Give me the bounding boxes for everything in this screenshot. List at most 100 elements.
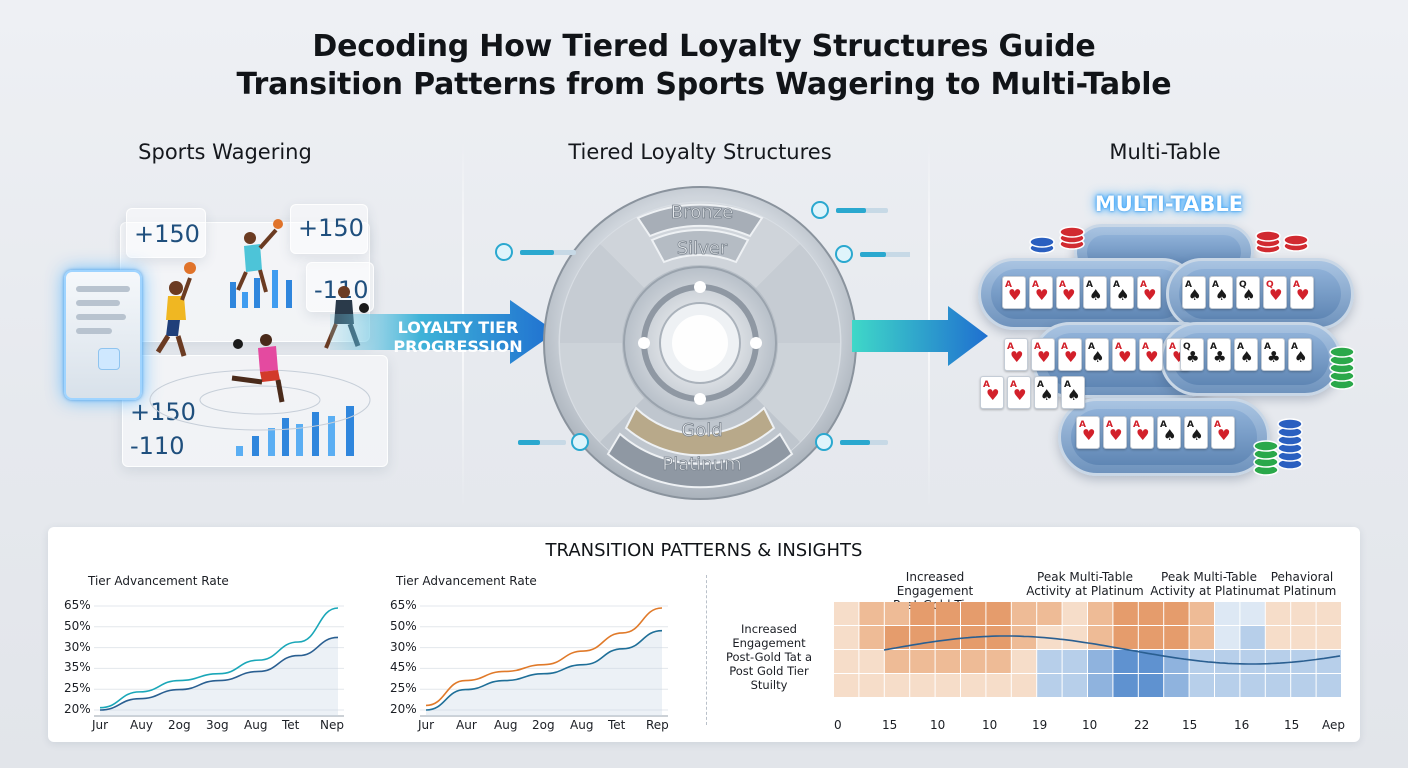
- y-tick-label: 25%: [64, 681, 91, 696]
- playing-card-hearts-icon: A♥: [1007, 376, 1031, 409]
- tier-label-gold: Gold: [681, 420, 722, 441]
- y-tick-label: 20%: [390, 702, 417, 716]
- heatmap-cell: [986, 674, 1011, 697]
- x-tick-label: Nep: [320, 718, 344, 732]
- bar-chart-bottom-icon: [236, 406, 354, 456]
- panel-divider: [706, 575, 707, 725]
- x-tick-label: 19: [1032, 718, 1048, 732]
- multi-table-heading: Multi-Table: [1109, 140, 1221, 164]
- heatmap-cell: [1316, 674, 1341, 697]
- heatmap-cell: [859, 674, 884, 697]
- heatmap-cell: [1189, 674, 1214, 697]
- heatmap-cell: [1113, 602, 1138, 625]
- heatmap-cell: [1240, 626, 1265, 649]
- playing-card-spades-icon: A♠: [1085, 338, 1109, 371]
- series-area: [100, 637, 338, 716]
- heatmap-cell: [834, 626, 859, 649]
- playing-card-spades-icon: A♠: [1234, 338, 1258, 371]
- heatmap-cell: [859, 650, 884, 673]
- heatmap-cell: [1265, 674, 1291, 697]
- heatmap-cell: [1062, 674, 1087, 697]
- tier-wheel: Bronze Silver Gold Platinum: [543, 186, 857, 500]
- heatmap-cell: [884, 626, 910, 649]
- x-tick-label: Aug: [494, 718, 518, 732]
- heatmap-cell: [1316, 626, 1341, 649]
- tiered-loyalty-heading: Tiered Loyalty Structures: [568, 140, 832, 164]
- tier-label-platinum: Platinum: [662, 454, 741, 475]
- basketball-player-icon: [155, 262, 196, 357]
- heatmap-cell: [1291, 626, 1316, 649]
- heatmap-cell: [1138, 674, 1164, 697]
- card-row: A♥ A♥ A♥ A♠ A♠ A♥: [1002, 276, 1161, 309]
- x-tick-label: Aug: [244, 718, 268, 732]
- heatmap-cell: [935, 674, 960, 697]
- heatmap-cell: [1265, 626, 1291, 649]
- x-tick-label: Jur: [92, 718, 109, 732]
- x-tick-label: Jur: [418, 718, 435, 732]
- heatmap-cell: [1316, 650, 1341, 673]
- playing-card-clubs-icon: A♣: [1207, 338, 1231, 371]
- heatmap-cell: [1164, 602, 1189, 625]
- playing-card-hearts-icon: A♥: [980, 376, 1004, 409]
- tier-badge-shield-icon: [495, 243, 576, 261]
- playing-card-spades-icon: A♠: [1157, 416, 1181, 449]
- playing-card-hearts-icon: A♥: [1211, 416, 1235, 449]
- title-line-2: Transition Patterns from Sports Wagering…: [236, 67, 1172, 102]
- x-tick-label: 0: [834, 718, 842, 732]
- heatmap-cell: [935, 626, 960, 649]
- playing-card-hearts-icon: A♥: [1058, 338, 1082, 371]
- heatmap-cell: [1265, 650, 1291, 673]
- tier-label-bronze: Bronze: [671, 202, 733, 223]
- tier-advancement-chart-2: [420, 605, 668, 717]
- heatmap-cell: [884, 650, 910, 673]
- heatmap-cell: [961, 602, 986, 625]
- heatmap-cell: [1138, 650, 1164, 673]
- heatmap-cell: [859, 626, 884, 649]
- series-line-1: [99, 607, 339, 709]
- heatmap-cell: [1215, 626, 1240, 649]
- card-row: A♥ A♥ A♥ A♠ A♥ A♥ A♥: [1004, 338, 1190, 371]
- heatmap-cell: [986, 602, 1011, 625]
- playing-card-hearts-icon: A♥: [1112, 338, 1136, 371]
- heatmap-cell: [1265, 602, 1291, 625]
- heatmap-cell: [1215, 602, 1240, 625]
- playing-card-spades-icon: Q♠: [1236, 276, 1260, 309]
- odds-value-5: -110: [130, 432, 185, 460]
- heatmap-cell: [1240, 674, 1265, 697]
- playing-card-hearts-icon: A♥: [1002, 276, 1026, 309]
- loyalty-progression-arrow: [330, 300, 556, 364]
- x-tick-label: 16: [1234, 718, 1250, 732]
- series-area: [426, 630, 662, 716]
- x-tick-label: Aug: [570, 718, 594, 732]
- tier-badge-shield-icon: [815, 433, 888, 451]
- heatmap-cell: [1240, 602, 1265, 625]
- playing-card-hearts-icon: A♥: [1004, 338, 1028, 371]
- heatmap-cell: [1291, 674, 1316, 697]
- tier-label-silver: Silver: [677, 238, 728, 259]
- series-line-2: [99, 636, 339, 711]
- multi-table-neon-label: MULTI-TABLE: [1094, 192, 1244, 216]
- runner-player-icon: [231, 334, 285, 403]
- tier-advancement-chart-1: [94, 605, 344, 717]
- multi-table-arrow: [852, 306, 988, 366]
- playing-card-hearts-icon: Q♥: [1263, 276, 1287, 309]
- playing-card-hearts-icon: A♥: [1031, 338, 1055, 371]
- card-row: A♠ A♠ Q♠ Q♥ A♥: [1182, 276, 1314, 309]
- y-tick-label: 45%: [390, 660, 417, 675]
- heatmap-cell: [1011, 602, 1037, 625]
- tier-badges: [495, 201, 910, 451]
- heatmap-cell: [1316, 602, 1341, 625]
- heatmap-cell: [961, 674, 986, 697]
- playing-card-spades-icon: A♠: [1110, 276, 1134, 309]
- heatmap-cell: [834, 602, 859, 625]
- heatmap-cell: [1113, 626, 1138, 649]
- y-tick-label: 25%: [390, 681, 417, 696]
- y-tick-label: 65%: [390, 598, 417, 612]
- playing-card-spades-icon: A♠: [1083, 276, 1107, 309]
- playing-card-hearts-icon: A♥: [1103, 416, 1127, 449]
- heatmap-cell: [1037, 650, 1062, 673]
- heatmap-cell: [1062, 650, 1087, 673]
